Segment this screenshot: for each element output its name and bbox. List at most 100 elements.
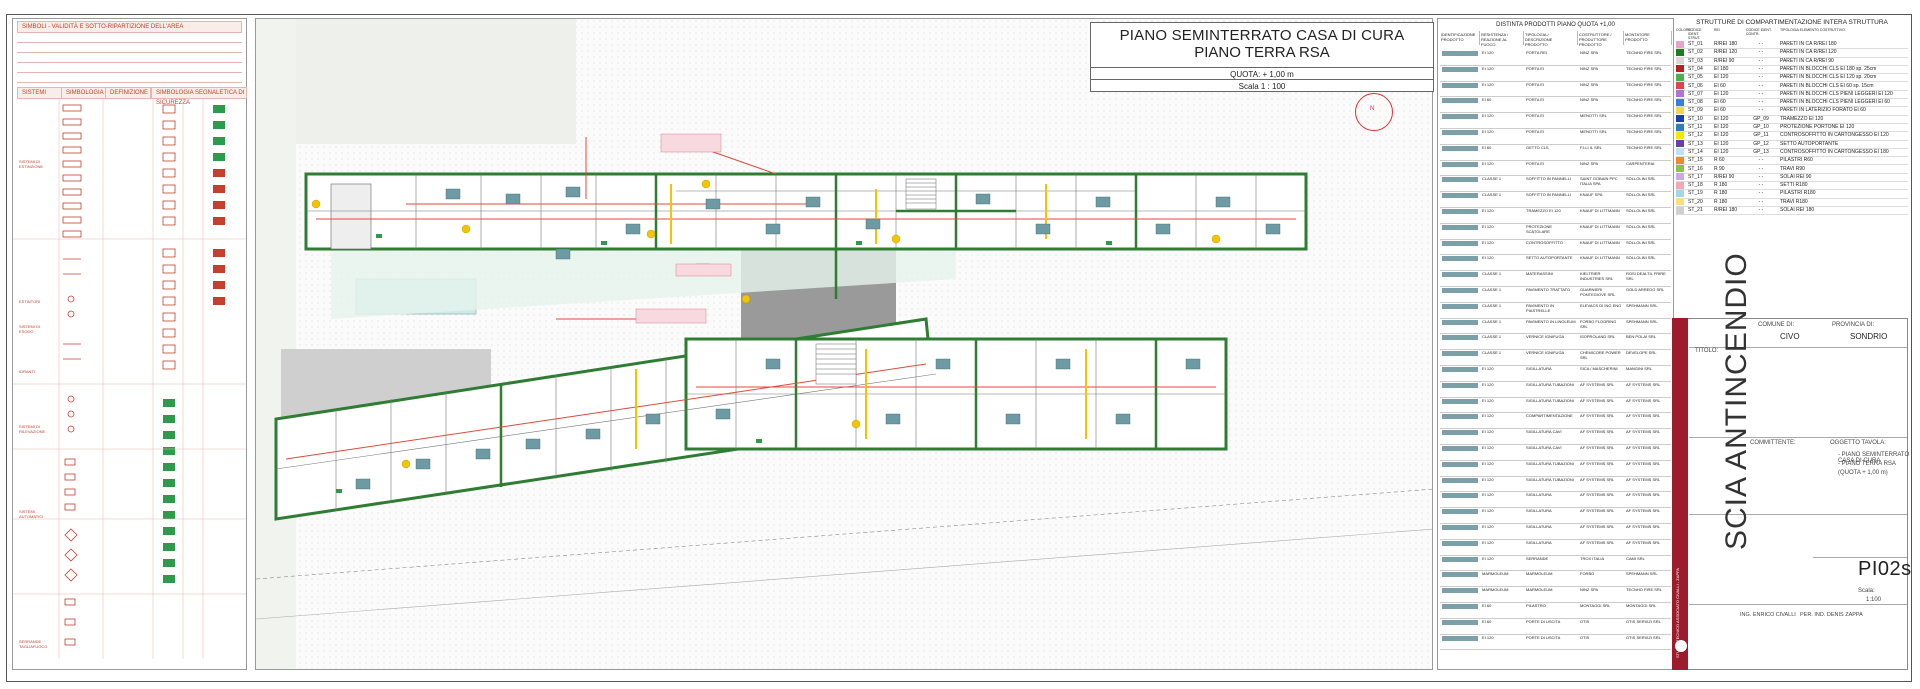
product-maker: CHEMICORE POWER SRL [1580, 350, 1621, 361]
product-fitter: TECNHO FIRE SRL [1626, 144, 1663, 150]
product-resistance: EI 120 [1482, 81, 1494, 87]
product-fitter: OTIS SERVIZI SRL [1626, 634, 1661, 640]
legend-col-systems: SISTEMI [17, 87, 63, 99]
product-fitter: AF SYSTEMS SRL [1626, 381, 1661, 387]
structure-rei: EI 180 [1714, 65, 1729, 72]
titolo-label: TITOLO: [1695, 348, 1719, 354]
product-maker: AF SYSTEMS SRL [1580, 524, 1615, 529]
plan-title-line2: PIANO TERRA RSA [1194, 44, 1330, 61]
product-maker: ISOPROLAND SRL [1580, 334, 1616, 340]
structures-title: STRUTTURE DI COMPARTIMENTAZIONE INTERA S… [1696, 19, 1888, 26]
structure-rei: EI 120 [1714, 74, 1729, 81]
structure-code: ST_09 [1688, 107, 1703, 114]
product-fitter: SOLLOLINI SRL [1626, 176, 1656, 182]
product-type: SIGILLATURA [1526, 366, 1552, 371]
structure-description: PILASTRI R180 [1780, 190, 1816, 197]
legend-group-hydrants: IDRANTI [19, 369, 35, 374]
legend-group-extinguishers: ESTINTORI [19, 299, 41, 304]
structure-code: ST_20 [1688, 198, 1703, 205]
product-resistance: CLASSE 1 [1482, 192, 1502, 198]
product-swatch [1442, 114, 1478, 120]
product-fitter: TECNHO FIRE SRL [1626, 113, 1663, 119]
studio-logo-icon [1675, 640, 1687, 652]
structure-rei: R 180 [1714, 190, 1728, 197]
structure-code: ST_08 [1688, 99, 1703, 106]
structure-code: ST_01 [1688, 41, 1703, 47]
sheet-scale-value: 1:100 [1866, 597, 1882, 603]
structure-control: - - [1758, 90, 1764, 97]
product-resistance: EI 120 [1482, 65, 1494, 71]
product-resistance: EI 120 [1482, 429, 1494, 435]
product-maker: AF SYSTEMS SRL [1580, 476, 1615, 482]
product-fitter: MANGINI SRL [1626, 366, 1653, 371]
product-swatch [1442, 240, 1478, 246]
structure-code: ST_06 [1688, 82, 1703, 89]
structure-rei: EI 120 [1714, 124, 1729, 130]
product-maker: KIELTRIER INDUSTRIES SRL [1580, 271, 1614, 282]
legend-header: SIMBOLI - VALIDITÀ E SOTTO-RIPARTIZIONE … [17, 21, 242, 33]
product-resistance: CLASSE 1 [1482, 334, 1502, 340]
structure-color-swatch [1676, 106, 1684, 114]
product-resistance: CLASSE 1 [1482, 176, 1502, 182]
product-swatch [1442, 604, 1478, 609]
structure-color-swatch [1676, 115, 1684, 123]
product-fitter: AF SYSTEMS SRL [1626, 397, 1661, 403]
product-fitter: AF SYSTEMS SRL [1626, 460, 1661, 466]
product-fitter: TECNHO FIRE SRL [1626, 97, 1663, 103]
product-resistance: MARMOLEUM [1482, 587, 1509, 593]
structure-description: SETTO AUTOPORTANTE [1780, 140, 1839, 147]
structure-control: - - [1758, 198, 1764, 205]
product-type: VERNICE IGNIFUGA [1526, 334, 1565, 340]
structure-description: PARETI IN LATERIZIO FORATO EI 60 [1780, 107, 1866, 114]
product-col-type: TIPOLOGIA / DESCRIZIONE PRODOTTO [1524, 31, 1578, 47]
structure-description: SETTI R180 [1780, 182, 1808, 189]
structure-color-swatch [1676, 131, 1684, 139]
product-type: PORTA EI [1526, 65, 1545, 71]
structure-rei: EI 60 [1714, 99, 1726, 106]
product-type: SIGILLATURA CAVI [1526, 429, 1562, 435]
legend-signage-header: SIMBOLOGIA SEGNALETICA DI SICUREZZA [151, 87, 247, 106]
product-maker: AF SYSTEMS SRL [1580, 445, 1615, 450]
product-resistance: CLASSE 1 [1482, 302, 1502, 308]
product-fitter: CAMI SRL [1626, 555, 1645, 561]
product-type: SIGILLATURA [1526, 492, 1552, 498]
product-swatch [1442, 461, 1478, 467]
structure-color-swatch [1676, 148, 1684, 156]
structure-description: PARETI IN BLOCCHI CLS EI 60 sp. 15cm [1780, 82, 1874, 89]
product-maker: AF SYSTEMS SRL [1580, 492, 1615, 498]
product-swatch [1442, 414, 1478, 420]
sheet-number: PI02s [1858, 558, 1912, 580]
product-type: SIGILLATURA TUBAZIONI [1526, 476, 1574, 482]
product-type: PORTA REI [1526, 50, 1547, 55]
product-maker: AF SYSTEMS SRL [1580, 413, 1615, 419]
project-title: SCIA ANTINCENDIO [1720, 252, 1753, 550]
structure-color-swatch [1676, 82, 1684, 89]
structure-control: GP_13 [1753, 148, 1769, 155]
structures-col-control: CODICE IDENT. CONTR. [1746, 28, 1772, 36]
product-swatch [1442, 619, 1478, 625]
product-resistance: EI 120 [1482, 50, 1494, 55]
product-resistance: EI 60 [1482, 618, 1492, 624]
structure-rei: R 90 [1714, 165, 1725, 172]
product-maker: F.LLI IL SRL [1580, 144, 1602, 150]
product-resistance: EI 120 [1482, 223, 1494, 229]
product-type: SIGILLATURA TUBAZIONI [1526, 381, 1574, 387]
product-resistance: EI 120 [1482, 555, 1494, 561]
product-resistance: EI 120 [1482, 492, 1494, 498]
committente-label: COMMITTENTE: [1750, 440, 1796, 446]
structures-col-type: TIPOLOGIA ELEMENTO COSTRUTTIVO [1780, 28, 1845, 32]
